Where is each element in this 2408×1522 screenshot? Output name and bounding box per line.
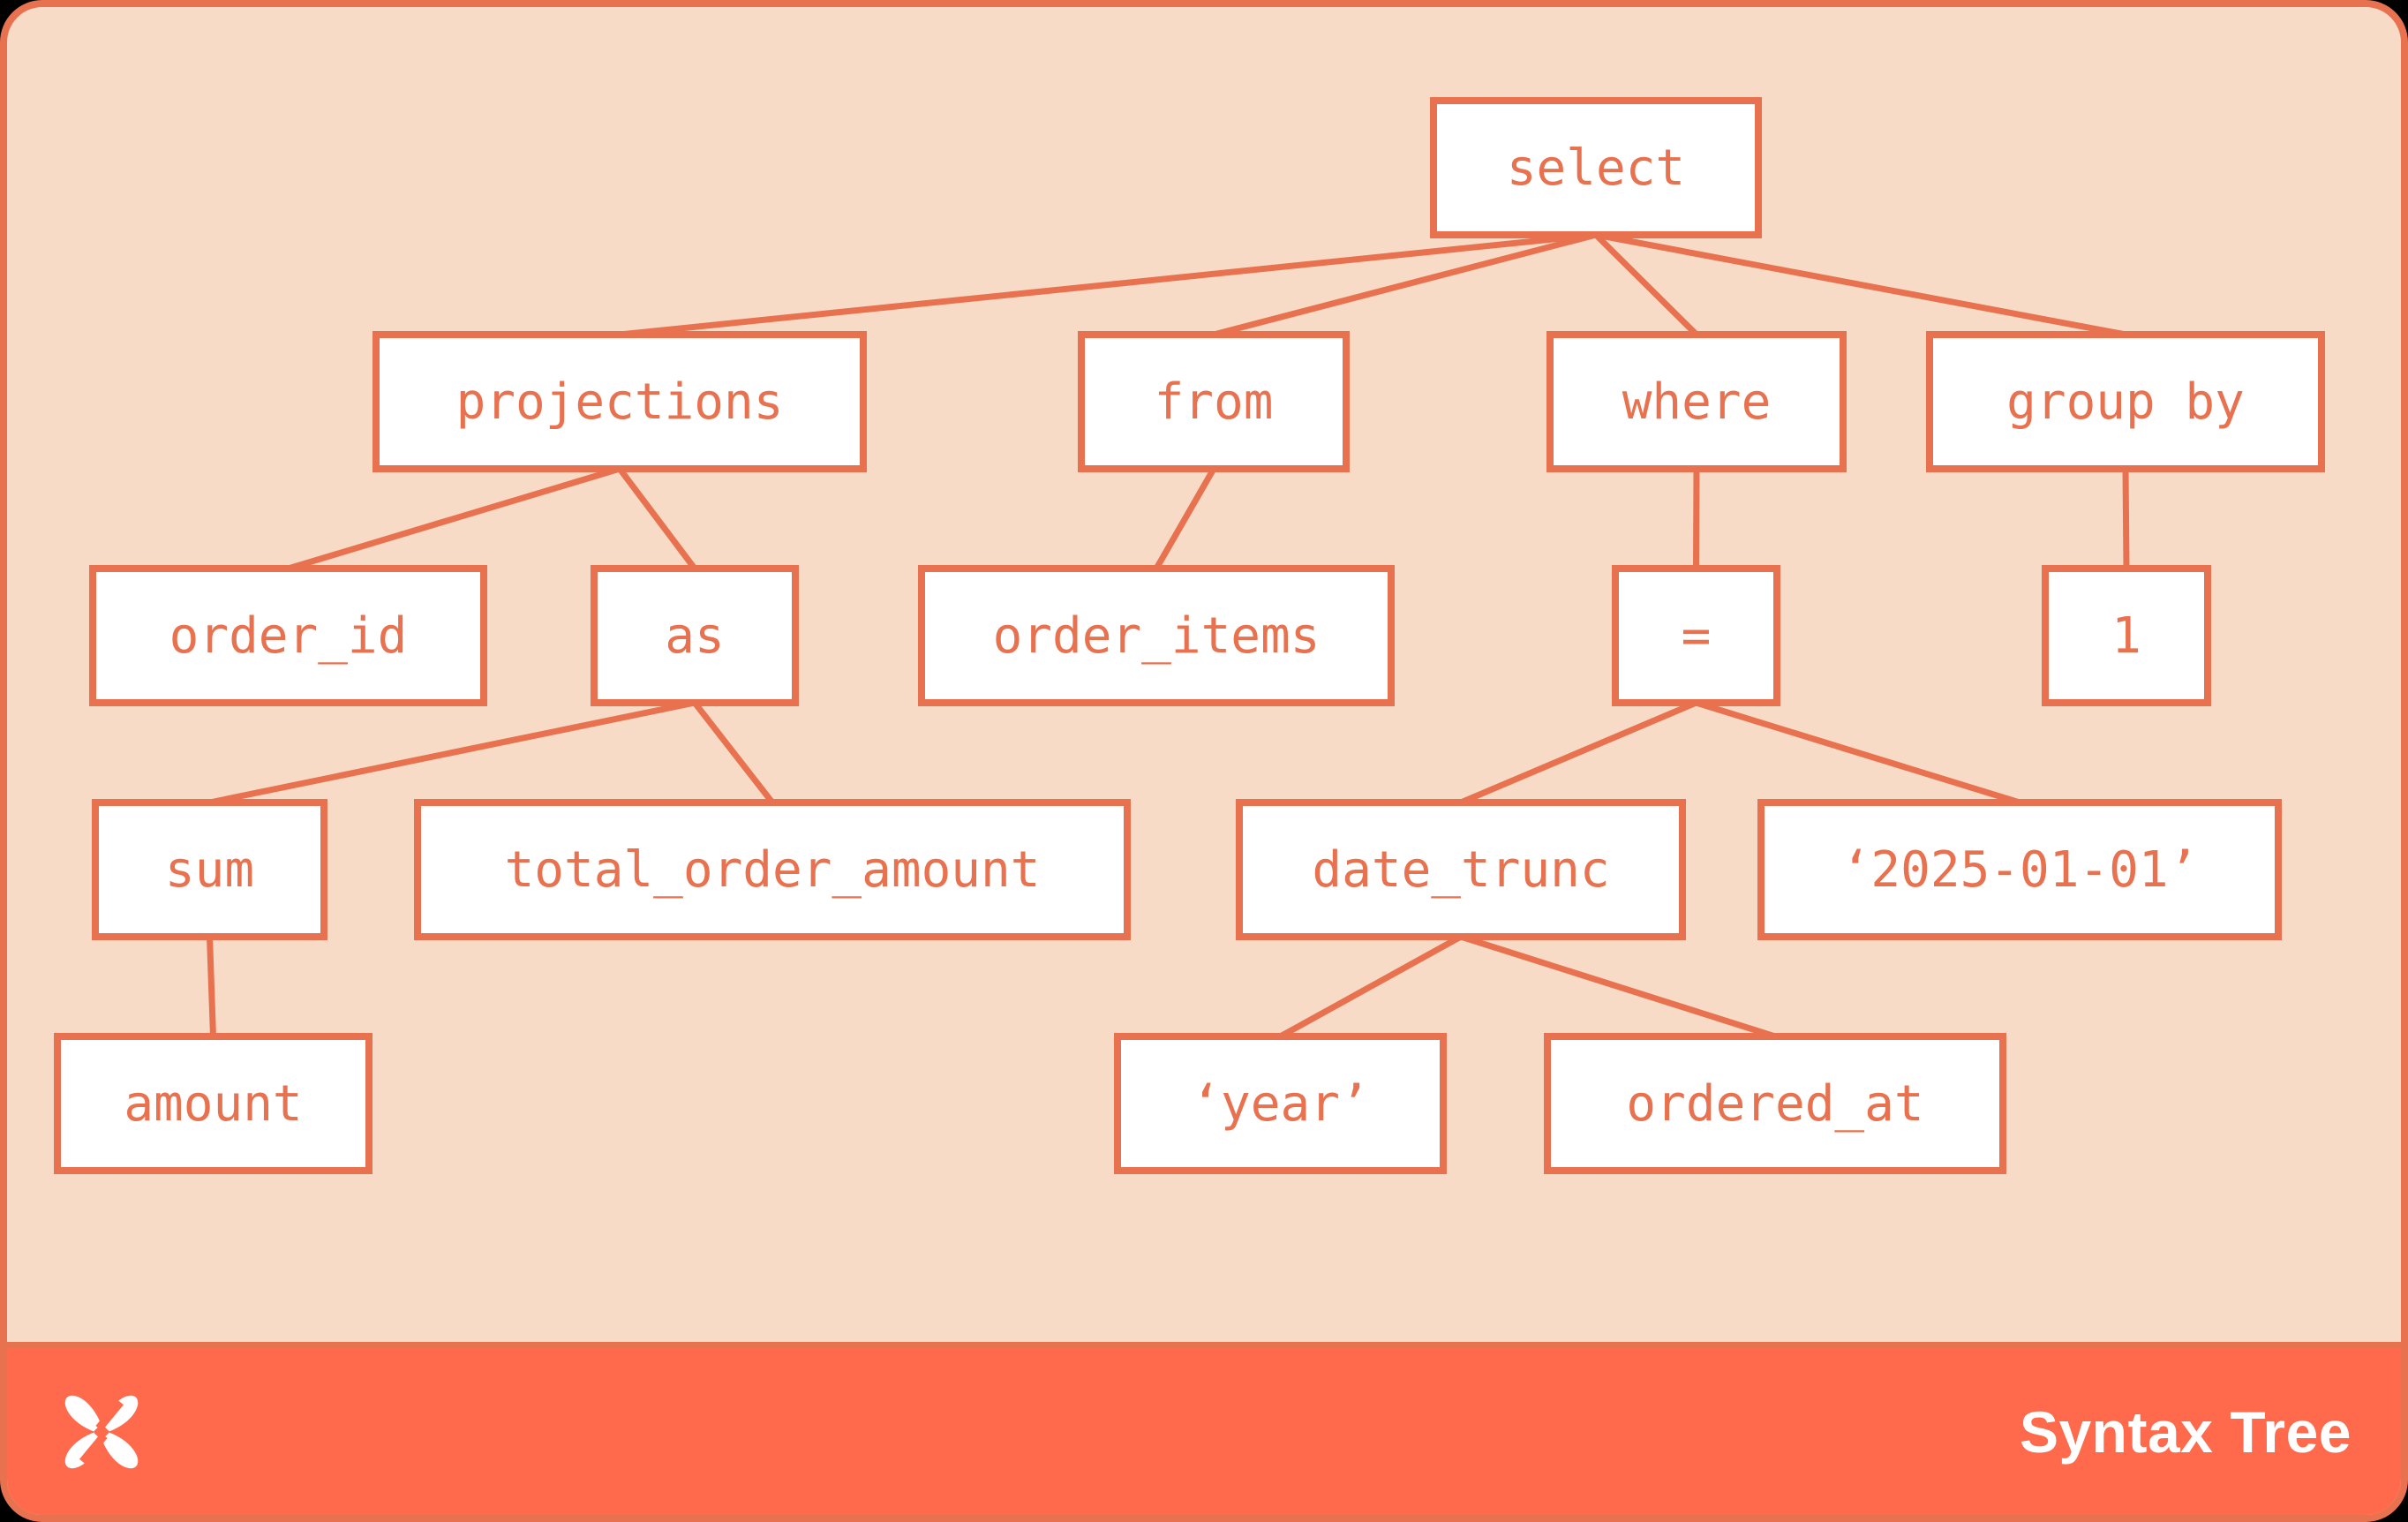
dbt-logo-icon bbox=[64, 1395, 139, 1468]
tree-node-label: 1 bbox=[2111, 607, 2141, 665]
tree-edge-eq-date_trunc bbox=[1459, 699, 1697, 806]
footer-title: Syntax Tree bbox=[2019, 1398, 2352, 1465]
tree-edge-date_trunc-ordered_at bbox=[1459, 933, 1777, 1040]
tree-node-label: from bbox=[1154, 373, 1274, 431]
tree-node-label: amount bbox=[124, 1074, 303, 1133]
tree-node-label: ‘2025-01-01’ bbox=[1840, 840, 2199, 899]
tree-node-order_items: order_items bbox=[918, 565, 1395, 706]
tree-node-select: select bbox=[1430, 97, 1762, 238]
tree-node-ordered_at: ordered_at bbox=[1544, 1033, 2006, 1174]
tree-edge-eq-date_literal bbox=[1695, 699, 2021, 806]
tree-node-label: as bbox=[665, 607, 725, 665]
tree-node-label: where bbox=[1622, 373, 1772, 431]
tree-edge-date_trunc-year_literal bbox=[1278, 933, 1463, 1040]
tree-node-label: date_trunc bbox=[1312, 840, 1610, 899]
tree-node-label: ordered_at bbox=[1626, 1074, 1924, 1133]
tree-node-label: ‘year’ bbox=[1191, 1074, 1370, 1133]
tree-node-projections: projections bbox=[372, 331, 867, 472]
tree-edge-as-sum bbox=[208, 699, 696, 806]
tree-node-as: as bbox=[591, 565, 799, 706]
tree-node-label: order_id bbox=[169, 607, 408, 665]
tree-node-date_trunc: date_trunc bbox=[1236, 799, 1686, 940]
tree-node-amount: amount bbox=[54, 1033, 372, 1174]
tree-edge-sum-amount bbox=[207, 936, 216, 1037]
tree-node-year_literal: ‘year’ bbox=[1114, 1033, 1447, 1174]
tree-edge-select-where bbox=[1593, 232, 1699, 337]
tree-node-eq: = bbox=[1612, 565, 1780, 706]
tree-node-group_by: group by bbox=[1926, 331, 2325, 472]
tree-edge-projections-order_id bbox=[287, 465, 621, 572]
tree-node-where: where bbox=[1546, 331, 1847, 472]
tree-node-label: sum bbox=[164, 840, 255, 899]
tree-edge-as-total_order_amount bbox=[692, 700, 775, 805]
tree-node-one: 1 bbox=[2042, 565, 2211, 706]
tree-node-sum: sum bbox=[92, 799, 327, 940]
tree-edge-select-group_by bbox=[1595, 231, 2126, 338]
tree-node-label: = bbox=[1681, 607, 1712, 665]
tree-node-label: group by bbox=[2006, 373, 2245, 431]
tree-node-label: total_order_amount bbox=[504, 840, 1041, 899]
tree-node-label: select bbox=[1506, 139, 1686, 197]
tree-edge-select-projections bbox=[619, 231, 1597, 338]
footer-bar: Syntax Tree bbox=[7, 1342, 2401, 1515]
tree-node-label: projections bbox=[455, 373, 784, 431]
tree-edge-from-order_items bbox=[1153, 467, 1217, 570]
tree-node-from: from bbox=[1078, 331, 1350, 472]
tree-node-date_literal: ‘2025-01-01’ bbox=[1757, 799, 2282, 940]
tree-edge-projections-as bbox=[617, 466, 697, 571]
tree-edge-select-from bbox=[1213, 231, 1597, 338]
tree-node-total_order_amount: total_order_amount bbox=[414, 799, 1131, 940]
tree-node-label: order_items bbox=[992, 607, 1321, 665]
tree-node-order_id: order_id bbox=[89, 565, 487, 706]
